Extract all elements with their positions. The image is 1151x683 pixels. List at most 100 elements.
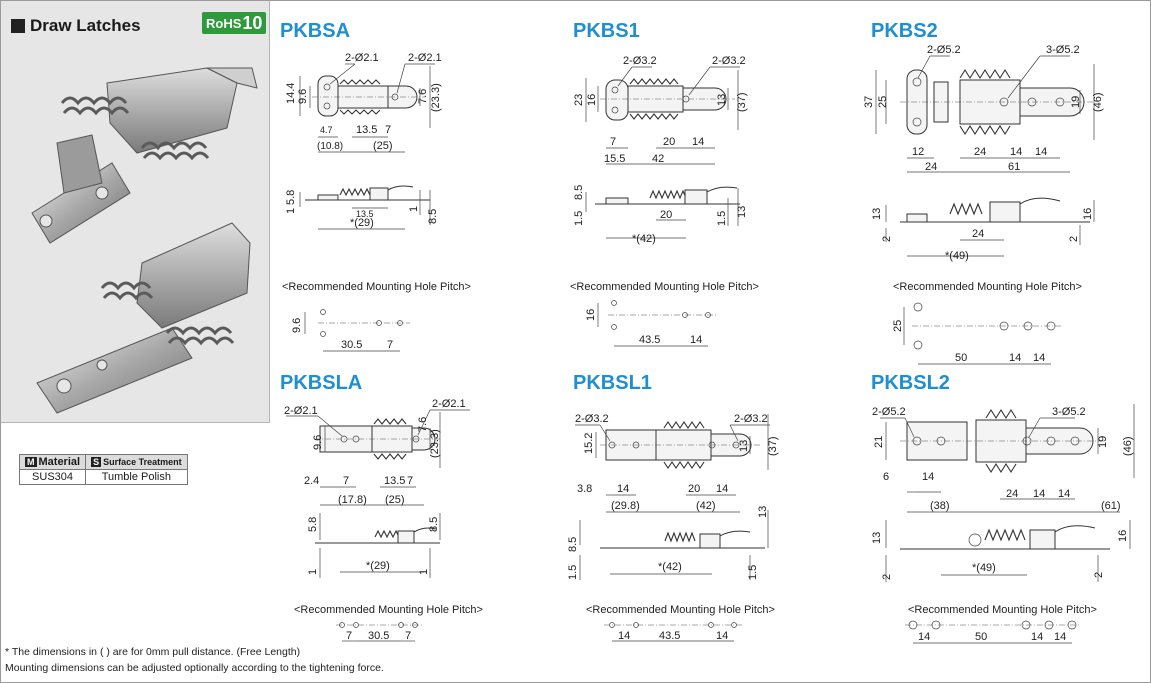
material-value: SUS304	[18, 469, 87, 485]
pkbsl1-callout-1: 2-Ø3.2	[575, 413, 609, 425]
pkbsa-side-dim-2: 1	[285, 208, 297, 214]
product-photo-panel: Draw Latches RoHS 10	[1, 1, 270, 423]
pkbsa-top-view	[299, 63, 435, 153]
pkbsl2-hole-pitch	[905, 620, 1080, 644]
pkbsl1-top-dim-9: (42)	[696, 500, 716, 512]
pkbsl1-pitch-dim-1: 14	[618, 630, 630, 642]
pkbsl1-side-dim-1: 13	[757, 506, 769, 518]
pkbs2-pitch-dim-2: 50	[955, 352, 967, 364]
pkbs2-recommended-label: <Recommended Mounting Hole Pitch>	[893, 281, 1082, 293]
pkbs2-pitch-dim-1: 25	[892, 320, 904, 332]
pkbs1-hole-pitch	[597, 300, 718, 347]
pkbsla-top-dim-3: (23.3)	[429, 429, 441, 458]
pkbsl2-top-dim-1: 21	[873, 436, 885, 448]
pkbsa-top-dim-9: (25)	[373, 140, 393, 152]
pkbsl1-top-dim-1: 15.2	[583, 433, 595, 454]
footnote-free-length: * The dimensions in ( ) are for 0mm pull…	[5, 646, 301, 658]
pkbsla-top-view	[286, 409, 470, 506]
section-title-text: Draw Latches	[30, 16, 141, 35]
pkbsl1-top-dim-3: (37)	[767, 436, 779, 456]
pkbs1-top-dim-3: 13	[716, 94, 728, 106]
pkbsa-top-dim-8: (10.8)	[317, 141, 343, 152]
pkbs2-pitch-dim-4: 14	[1033, 352, 1045, 364]
pkbsa-callout-1: 2-Ø2.1	[345, 52, 379, 64]
pkbs1-side-dim-3: 20	[660, 209, 672, 221]
pkbs1-side-dim-5: 13	[736, 206, 748, 218]
pkbs2-side-dim-6: *(49)	[945, 250, 969, 262]
product-title-pkbs1: PKBS1	[573, 20, 640, 42]
pkbsl2-pitch-dim-3: 14	[1031, 631, 1043, 643]
pkbsa-pitch-dim-1: 9.6	[291, 318, 303, 333]
pkbs2-top-dim-5: 12	[912, 146, 924, 158]
pkbs1-pitch-dim-3: 14	[690, 334, 702, 346]
pkbs2-top-dim-3: 19	[1070, 96, 1082, 108]
pkbsl2-side-dim-3: 16	[1117, 530, 1129, 542]
pkbs1-side-dim-6: *(42)	[632, 233, 656, 245]
pkbs1-side-dim-1: 8.5	[573, 185, 585, 200]
pkbsl1-top-dim-8: (29.8)	[611, 500, 640, 512]
pkbsa-top-dim-1: 14.4	[285, 83, 297, 104]
pkbsl1-side-dim-5: *(42)	[658, 561, 682, 573]
product-title-pkbsl1: PKBSL1	[573, 372, 652, 394]
product-title-pkbsl2: PKBSL2	[871, 372, 950, 394]
pkbsl1-callout-2: 2-Ø3.2	[734, 413, 768, 425]
pkbs1-top-dim-8: 15.5	[604, 153, 625, 165]
pkbsl1-side-view	[579, 510, 769, 580]
pkbsl2-recommended-label: <Recommended Mounting Hole Pitch>	[908, 604, 1097, 616]
pkbs1-top-dim-9: 42	[652, 153, 664, 165]
pkbsl1-pitch-dim-2: 43.5	[659, 630, 680, 642]
pkbs2-top-dim-4: (46)	[1092, 92, 1104, 112]
pkbs1-side-dim-4: 1.5	[716, 211, 728, 226]
pkbsl1-top-dim-2: 13	[738, 440, 750, 452]
pkbsa-side-dim-1: 5.8	[285, 190, 297, 205]
pkbs1-top-view	[585, 66, 740, 165]
pkbsla-callout-2: 2-Ø2.1	[432, 398, 466, 410]
pkbs2-side-dim-1: 13	[871, 208, 883, 220]
pkbsl1-side-dim-4: 1.5	[747, 565, 759, 580]
pkbs2-callout-2: 3-Ø5.2	[1046, 44, 1080, 56]
pkbsla-top-dim-5: 7	[343, 475, 349, 487]
pkbs1-pitch-dim-1: 16	[585, 309, 597, 321]
rohs-prefix: RoHS	[206, 15, 242, 31]
product-title-pkbsa: PKBSA	[280, 20, 351, 42]
pkbsl2-pitch-dim-4: 14	[1054, 631, 1066, 643]
pkbsa-side-dim-6: *(29)	[350, 217, 374, 229]
pkbs1-top-dim-7: 14	[692, 136, 704, 148]
pkbsl2-top-dim-9: (38)	[930, 500, 950, 512]
pkbsl2-side-dim-2: 2	[881, 574, 893, 580]
pkbs2-top-view	[875, 55, 1095, 173]
pkbsl1-hole-pitch	[604, 622, 742, 642]
pkbsla-pitch-dim-2: 30.5	[368, 630, 389, 642]
pkbsla-top-dim-6: 13.5	[384, 475, 405, 487]
pkbsl2-callout-1: 2-Ø5.2	[872, 406, 906, 418]
pkbsl2-pitch-dim-1: 14	[918, 631, 930, 643]
pkbsla-side-dim-3: 1	[418, 569, 430, 575]
pkbs2-side-view	[885, 197, 1095, 257]
pkbsla-top-dim-9: (25)	[385, 494, 405, 506]
pkbsla-top-dim-1: 9.6	[312, 435, 324, 450]
pkbsla-side-dim-2: 1	[307, 569, 319, 575]
material-header-text: Material	[38, 456, 81, 468]
pkbsla-side-dim-1: 5.8	[307, 517, 319, 532]
pkbs2-pitch-dim-3: 14	[1009, 352, 1021, 364]
draw-latch-photo	[31, 67, 258, 414]
drawing-pkbsla	[286, 409, 470, 642]
pkbsla-top-dim-8: (17.8)	[338, 494, 367, 506]
product-title-pkbsla: PKBSLA	[280, 372, 363, 394]
pkbs1-top-dim-5: 7	[610, 136, 616, 148]
pkbs2-callout-1: 2-Ø5.2	[927, 44, 961, 56]
pkbsa-side-view	[299, 185, 431, 230]
pkbs2-side-dim-3: 24	[972, 228, 984, 240]
lower-latch	[36, 222, 251, 414]
pkbs2-side-dim-5: 16	[1082, 208, 1094, 220]
pkbsla-pitch-dim-1: 7	[346, 630, 352, 642]
pkbsl2-top-dim-8: 14	[1058, 488, 1070, 500]
rohs-number: 10	[242, 12, 263, 33]
pkbs2-top-dim-9: 24	[925, 161, 937, 173]
pkbsa-hole-pitch	[304, 309, 410, 352]
pkbsl1-side-dim-3: 1.5	[567, 565, 579, 580]
pkbs1-callout-1: 2-Ø3.2	[623, 55, 657, 67]
pkbs2-top-dim-10: 61	[1008, 161, 1020, 173]
pkbsl1-top-dim-6: 20	[688, 483, 700, 495]
